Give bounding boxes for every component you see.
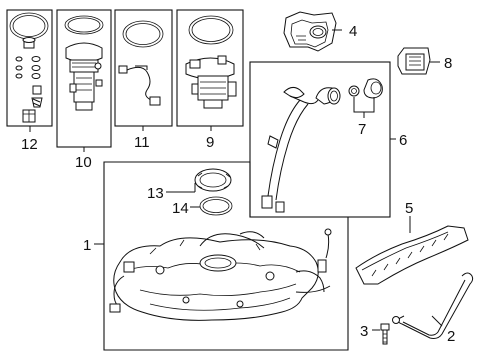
callout-label-8: 8 [444, 55, 452, 72]
callout-label-5: 5 [405, 200, 413, 217]
lock-ring-icon [194, 168, 232, 192]
callout-12: 12 [21, 126, 38, 153]
callout-14: 14 [172, 200, 200, 217]
callout-5: 5 [405, 200, 413, 233]
callout-label-4: 4 [349, 23, 357, 40]
filler-cover-icon [397, 47, 431, 75]
bolt-icon [380, 323, 390, 345]
callout-label-3: 3 [360, 323, 368, 340]
callout-10: 10 [75, 147, 92, 171]
fuel-pump-module-icon [64, 15, 104, 111]
callout-label-1: 1 [83, 237, 91, 254]
callout-11: 11 [134, 126, 150, 151]
box-12 [6, 9, 53, 127]
callout-label-14: 14 [172, 200, 189, 217]
callout-7: 7 [353, 97, 375, 138]
wiring-harness-icon [118, 20, 164, 106]
box-11 [114, 9, 173, 127]
callout-label-10: 10 [75, 154, 92, 171]
box-9 [176, 9, 244, 127]
box-6 [249, 61, 391, 218]
callout-8: 8 [430, 55, 452, 72]
filler-neck-icon [261, 78, 383, 213]
fuel-tank-icon [109, 228, 332, 321]
callout-4: 4 [332, 23, 357, 40]
callout-2: 2 [431, 315, 455, 345]
pump-assembly-icon [185, 15, 237, 109]
heat-shield-icon [283, 11, 337, 52]
box-1 [103, 161, 349, 351]
callout-label-9: 9 [206, 134, 214, 151]
callout-1: 1 [83, 237, 104, 254]
callout-label-12: 12 [21, 136, 38, 153]
callout-9: 9 [206, 126, 214, 151]
callout-label-7: 7 [358, 121, 366, 138]
callout-label-11: 11 [134, 134, 150, 151]
seal-kit-icon [9, 12, 49, 123]
o-ring-icon [199, 196, 233, 216]
callout-13: 13 [147, 183, 196, 202]
box-10 [56, 9, 112, 148]
callout-3: 3 [360, 323, 380, 340]
tank-protector-icon [355, 225, 469, 285]
callout-label-13: 13 [147, 185, 164, 202]
callout-6: 6 [390, 132, 407, 149]
callout-label-6: 6 [399, 132, 407, 149]
callout-label-2: 2 [447, 328, 455, 345]
tank-strap-icon [392, 272, 474, 339]
